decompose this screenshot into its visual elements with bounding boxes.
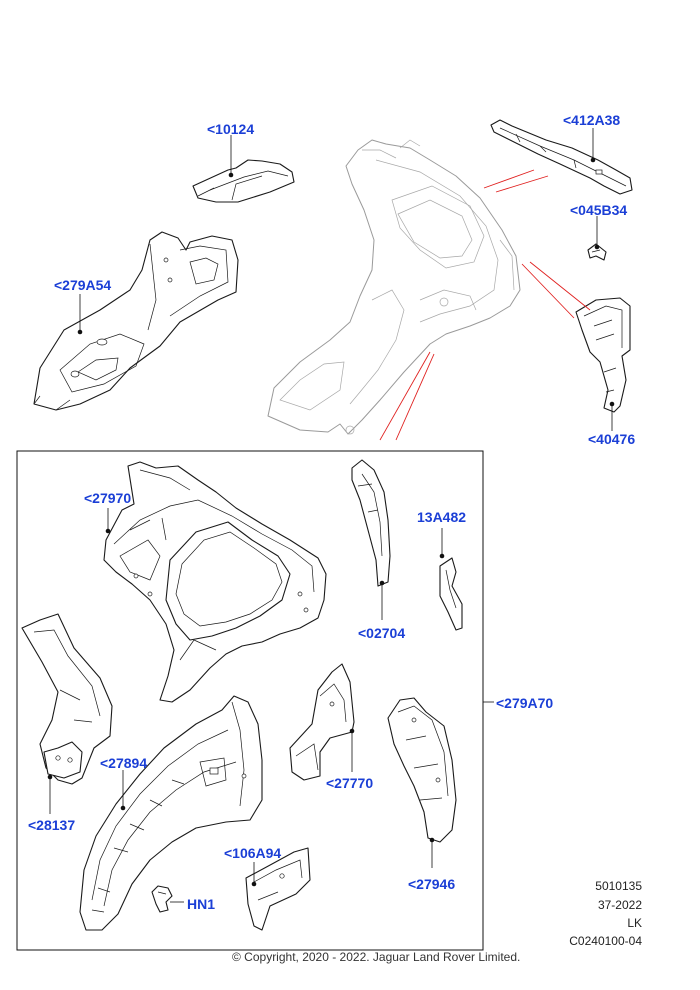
reference-initials: LK xyxy=(627,916,642,930)
body-side-assembly-ghost xyxy=(267,139,521,435)
part-412A38[interactable] xyxy=(490,119,633,195)
callout-40476[interactable]: <40476 xyxy=(588,431,636,447)
callout-28137[interactable]: <28137 xyxy=(28,817,76,833)
part-27894[interactable] xyxy=(79,695,263,931)
part-27970[interactable] xyxy=(103,461,327,703)
copyright-notice: © Copyright, 2020 - 2022. Jaguar Land Ro… xyxy=(232,950,521,964)
component-group-frame xyxy=(16,450,484,951)
part-13A482[interactable] xyxy=(439,557,463,631)
callout-02704[interactable]: <02704 xyxy=(358,625,406,641)
part-27770[interactable] xyxy=(289,663,355,781)
callout-10124[interactable]: <10124 xyxy=(207,121,255,137)
callout-13A482[interactable]: 13A482 xyxy=(417,509,467,525)
part-045B34[interactable] xyxy=(587,243,607,261)
callout-045B34[interactable]: <045B34 xyxy=(570,202,628,218)
highlight-lines xyxy=(379,169,591,441)
callout-106A94[interactable]: <106A94 xyxy=(224,845,282,861)
callout-27946[interactable]: <27946 xyxy=(408,876,456,892)
reference-drawing-id: C0240100-04 xyxy=(569,934,642,948)
reference-part-number: 5010135 xyxy=(595,879,642,893)
part-40476[interactable] xyxy=(575,297,631,413)
part-279A54[interactable] xyxy=(33,231,239,411)
reference-date-code: 37-2022 xyxy=(597,898,642,912)
part-10124[interactable] xyxy=(192,159,295,203)
callout-27894[interactable]: <27894 xyxy=(100,755,148,771)
callout-HN1[interactable]: HN1 xyxy=(187,896,216,912)
part-HN1[interactable] xyxy=(151,885,173,913)
callout-27970[interactable]: <27970 xyxy=(84,490,132,506)
part-02704[interactable] xyxy=(351,459,391,587)
part-106A94[interactable] xyxy=(245,847,311,931)
callout-279A54[interactable]: <279A54 xyxy=(54,277,112,293)
callout-279A70[interactable]: <279A70 xyxy=(496,695,554,711)
callout-27770[interactable]: <27770 xyxy=(326,775,374,791)
part-27946[interactable] xyxy=(387,697,457,843)
callout-412A38[interactable]: <412A38 xyxy=(563,112,621,128)
part-28137[interactable] xyxy=(21,613,113,785)
